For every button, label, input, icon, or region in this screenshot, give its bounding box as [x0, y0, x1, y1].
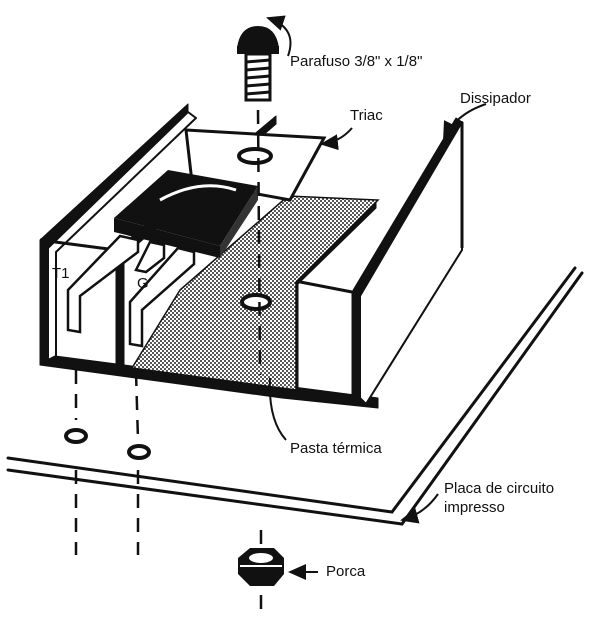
triac-tab-hole: [237, 147, 273, 165]
screw-arrow: [266, 15, 292, 57]
lead-g: [128, 246, 196, 348]
screw: [237, 26, 279, 102]
leader-lines: [266, 15, 487, 580]
triac-body: [114, 170, 258, 258]
screw-label: Parafuso 3/8" x 1/8": [290, 53, 423, 70]
pcb-hole-t1: [64, 428, 88, 444]
pcb-holes: [64, 428, 151, 460]
heatsink-label: Dissipador: [460, 90, 531, 107]
pcb-label-line1: Placa de circuito: [444, 480, 555, 497]
g-lead-label: G: [137, 275, 149, 292]
pcb-hole-g: [127, 444, 151, 460]
t1-lead-label: T1: [52, 265, 70, 282]
thermal-paste-area: [130, 195, 380, 391]
heatsink-arrow: [443, 103, 487, 140]
nut: [238, 548, 284, 586]
assembly-axes: [74, 109, 263, 612]
thermal-paste-leader: [268, 377, 287, 441]
triac-label: Triac: [350, 107, 383, 124]
pcb-board: [6, 266, 584, 526]
triac-leads: [66, 234, 196, 348]
heatsink: [39, 103, 464, 409]
pcb-arrow: [400, 493, 439, 524]
thermal-paste-label: Pasta térmica: [290, 440, 382, 457]
lead-t2: [134, 240, 166, 274]
heatsink-hole: [240, 293, 272, 311]
lead-t1: [66, 234, 140, 334]
pcb-label-line2: impresso: [444, 499, 505, 516]
triac-arrow: [320, 127, 353, 151]
nut-label: Porca: [326, 563, 366, 580]
